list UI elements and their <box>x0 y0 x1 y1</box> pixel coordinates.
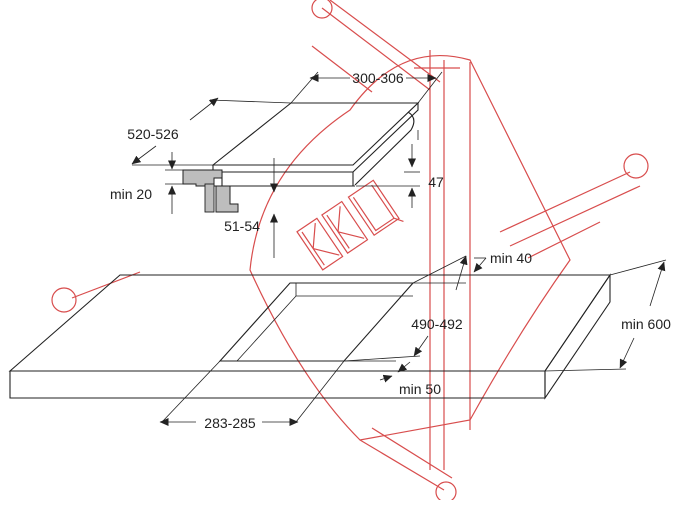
dim-hob-depth: 520-526 <box>127 97 292 166</box>
dim-cutout-width: 283-285 <box>159 360 345 431</box>
dim-worktop-depth: min 600 <box>544 259 671 372</box>
dim-cutout-width-label: 283-285 <box>204 415 256 431</box>
dim-hob-height: 47 <box>356 130 444 208</box>
dim-clip-range: 51-54 <box>224 158 278 258</box>
watermark <box>51 0 649 503</box>
dim-hob-depth-label: 520-526 <box>127 126 179 142</box>
dim-clip-range-label: 51-54 <box>224 218 260 234</box>
hob-appliance <box>182 102 420 213</box>
dim-cutout-depth: 490-492 <box>343 255 468 362</box>
dim-min-side: min 50 <box>344 360 441 397</box>
mounting-bracket <box>182 169 239 213</box>
dim-min-front: min 40 <box>413 250 532 284</box>
dim-min-front-label: min 40 <box>490 250 532 266</box>
dim-cutout-depth-label: 490-492 <box>411 316 463 332</box>
dim-min-gap: min 20 <box>110 152 183 214</box>
dim-hob-width-label: 300-306 <box>352 70 404 86</box>
dim-worktop-depth-label: min 600 <box>621 316 671 332</box>
dim-hob-height-label: 47 <box>428 174 444 190</box>
dim-hob-width: 300-306 <box>290 70 443 104</box>
dim-min-side-label: min 50 <box>399 381 441 397</box>
dim-min-gap-label: min 20 <box>110 186 152 202</box>
watermark-logo <box>296 179 404 271</box>
